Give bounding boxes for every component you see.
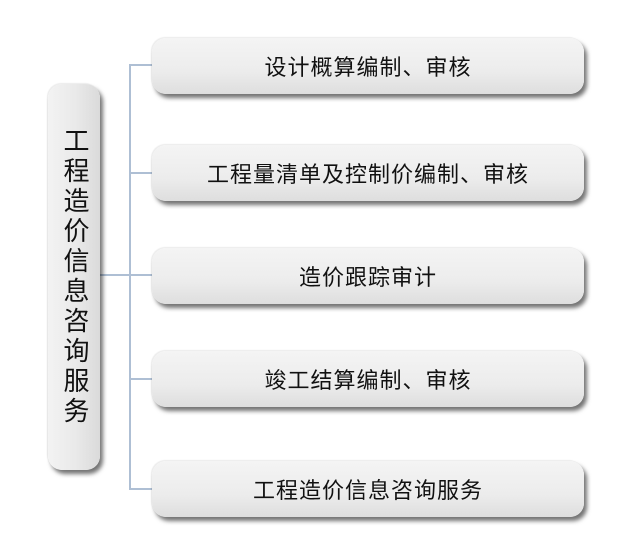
root-node-label: 工程造价信息咨询服务 xyxy=(59,127,89,427)
branch-node-label: 工程量清单及控制价编制、审核 xyxy=(206,163,529,188)
connector-branch-3 xyxy=(129,274,152,276)
connector-root-to-trunk xyxy=(100,274,131,276)
connector-branch-4 xyxy=(129,378,152,380)
branch-node-final-settlement: 竣工结算编制、审核 xyxy=(152,351,584,407)
branch-node-design-estimate: 设计概算编制、审核 xyxy=(152,38,584,94)
connector-branch-2 xyxy=(129,172,152,174)
connector-branch-5 xyxy=(129,488,152,490)
connector-branch-1 xyxy=(129,64,152,66)
branch-node-label: 工程造价信息咨询服务 xyxy=(252,479,483,504)
branch-node-label: 设计概算编制、审核 xyxy=(264,56,472,81)
branch-node-bill-of-quantities: 工程量清单及控制价编制、审核 xyxy=(152,145,584,201)
branch-node-cost-info-consulting: 工程造价信息咨询服务 xyxy=(152,461,584,517)
branch-node-label: 竣工结算编制、审核 xyxy=(264,369,472,394)
connector-trunk xyxy=(129,64,131,490)
root-node: 工程造价信息咨询服务 xyxy=(48,84,100,470)
branch-node-label: 造价跟踪审计 xyxy=(298,266,437,291)
branch-node-cost-tracking-audit: 造价跟踪审计 xyxy=(152,248,584,304)
